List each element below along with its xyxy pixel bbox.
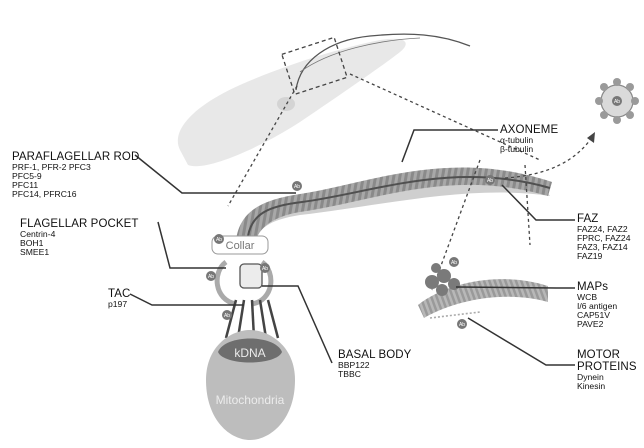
svg-text:Ab: Ab [208, 274, 214, 280]
svg-text:Ab: Ab [487, 178, 493, 184]
motor-item: Kinesin [577, 382, 637, 391]
svg-text:Ab: Ab [216, 237, 222, 243]
export-arrow-head [587, 132, 595, 143]
tac-label: TAC p197 [108, 288, 130, 309]
kdna-label: kDNA [234, 346, 265, 360]
ab-badge-motor: Ab [457, 319, 467, 329]
motor-proteins-label: MOTOR PROTEINS Dynein Kinesin [577, 349, 637, 391]
axoneme-item: β-tubulin [500, 145, 558, 154]
motor-leader [468, 318, 575, 365]
ab-badge-faz: Ab [485, 175, 495, 185]
pocket-item: SMEE1 [20, 248, 139, 257]
ab-badge-pocket: Ab [206, 271, 216, 281]
svg-text:Ab: Ab [459, 322, 465, 328]
maps-leader [456, 287, 575, 288]
basal-item: TBBC [338, 370, 411, 379]
tac-item: p197 [108, 300, 130, 309]
svg-text:Ab: Ab [224, 313, 230, 319]
mitochondria-label: Mitochondria [216, 393, 285, 407]
faz-item: FAZ19 [577, 252, 630, 261]
motor-title-line1: MOTOR [577, 349, 637, 361]
ab-badge-pfr: Ab [292, 181, 302, 191]
ab-badge-basal: Ab [260, 263, 270, 273]
svg-text:Ab: Ab [294, 184, 300, 190]
svg-text:Ab: Ab [262, 266, 268, 272]
maps-label: MAPs WCB I/6 antigen CAP51V PAVE2 [577, 281, 617, 329]
flagellar-pocket-label: FLAGELLAR POCKET Centrin-4 BOH1 SMEE1 [20, 218, 139, 257]
ab-badge-maps: Ab [449, 257, 459, 267]
basal-body [240, 264, 262, 288]
faz-label: FAZ FAZ24, FAZ2 FPRC, FAZ24 FAZ3, FAZ14 … [577, 213, 630, 261]
motor-arrow [430, 312, 480, 318]
maps-item: PAVE2 [577, 320, 617, 329]
ab-badge-vesicle: Ab [612, 96, 622, 106]
pfr-item: PFC14, PFRC16 [12, 190, 139, 199]
paraflagellar-rod-label: PARAFLAGELLAR ROD PRF-1, PFR-2 PFC3 PFC5… [12, 151, 139, 199]
svg-text:Ab: Ab [614, 99, 620, 105]
basal-body-label: BASAL BODY BBP122 TBBC [338, 349, 411, 379]
nucleus [277, 97, 295, 111]
axoneme-label: AXONEME α-tubulin β-tubulin [500, 124, 558, 154]
collar-label: Collar [226, 240, 255, 252]
ab-badge-tac: Ab [222, 310, 232, 320]
ab-badge-collar: Ab [214, 234, 224, 244]
svg-text:Ab: Ab [451, 260, 457, 266]
